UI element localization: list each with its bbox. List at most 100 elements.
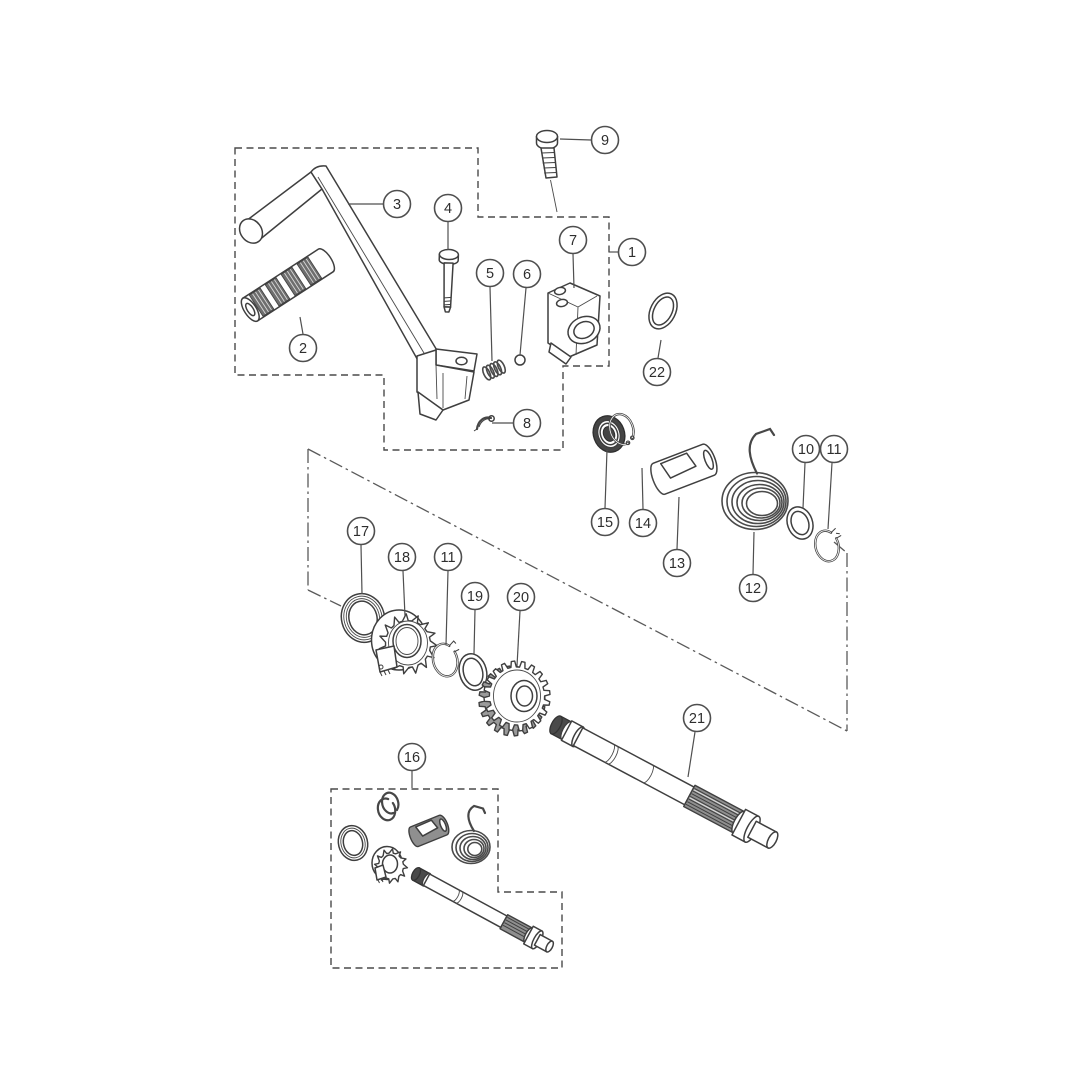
callout-leader-line (445, 570, 449, 646)
callout-15: 15 (590, 449, 620, 537)
callout-10: 10 (791, 434, 821, 509)
callout-number: 11 (826, 442, 841, 458)
oil-seal-15 (592, 415, 626, 453)
callout-number: 17 (353, 524, 369, 540)
callout-6: 6 (512, 259, 542, 356)
callout-7: 7 (558, 225, 588, 289)
spring-clip-8 (473, 415, 495, 432)
callout-circle (819, 434, 849, 464)
callout-number: 16 (404, 750, 420, 766)
callout-number: 15 (597, 515, 613, 531)
callout-circle (628, 508, 658, 538)
plane-top-diagonal (307, 448, 848, 732)
callout-number: 20 (513, 590, 529, 606)
callout-number: 9 (601, 133, 609, 149)
ratchet-18 (370, 609, 438, 677)
callout-17: 17 (346, 516, 376, 595)
callout-circle (617, 237, 647, 267)
callout-22: 22 (642, 339, 672, 387)
callout-circle (738, 573, 768, 603)
sub-ratchet (371, 845, 409, 884)
callout-circle (512, 259, 542, 289)
callout-12: 12 (738, 531, 768, 603)
detent-ball-6 (514, 354, 526, 366)
callout-number: 7 (569, 233, 577, 249)
callout-number: 5 (486, 266, 494, 282)
callout-11b: 11 (433, 542, 463, 646)
callout-5: 5 (475, 258, 505, 362)
sub-shaft (410, 866, 555, 953)
callout-19: 19 (460, 581, 490, 655)
washer-19 (458, 653, 488, 691)
callout-leader-line (489, 286, 493, 362)
callout-circle (475, 258, 505, 288)
callout-circle (346, 516, 376, 546)
callout-14: 14 (628, 467, 658, 538)
callout-9: 9 (559, 125, 620, 155)
callout-number: 21 (689, 711, 705, 727)
kick-pedal (240, 248, 336, 323)
callout-number: 3 (393, 197, 401, 213)
kick-shaft-21 (549, 715, 779, 849)
snap-ring-14 (608, 412, 635, 446)
callout-circle (433, 542, 463, 572)
idle-gear-20 (478, 660, 551, 737)
o-ring-22 (648, 292, 678, 330)
callout-leader-line (657, 339, 662, 359)
callout-number: 1 (628, 245, 636, 261)
callout-number: 2 (299, 341, 307, 357)
callout-circle (791, 434, 821, 464)
callout-number: 12 (745, 581, 761, 597)
callout-1: 1 (609, 237, 647, 267)
flange-bolt-9 (535, 129, 559, 213)
callout-21: 21 (682, 703, 712, 778)
subassembly-16-group-outline (330, 788, 563, 969)
pivot-bolt-4 (438, 248, 460, 313)
callout-circle (662, 548, 692, 578)
return-spring-12 (721, 427, 789, 531)
plane-lower-diagonal (307, 589, 342, 607)
callout-circle (590, 125, 620, 155)
callout-leader-line (402, 570, 406, 617)
lock-clip-11-right (814, 527, 842, 563)
sub-spring-guide (408, 814, 450, 848)
callout-number: 18 (394, 550, 410, 566)
callout-leader-line (516, 610, 521, 667)
callout-11a: 11 (819, 434, 849, 530)
group-outline-layer (234, 147, 610, 969)
kick-lever-group-outline (234, 147, 610, 451)
callout-circle (512, 408, 542, 438)
callout-leader-line (752, 531, 755, 575)
pedal-knurl-bands (248, 256, 323, 317)
sub-coil-ring (337, 824, 369, 862)
callout-circle (288, 333, 318, 363)
callout-leader-line (641, 467, 644, 510)
callout-number: 8 (523, 416, 531, 432)
lever-holder-7 (547, 282, 601, 365)
callout-circle (460, 581, 490, 611)
callout-number: 13 (669, 556, 685, 572)
callout-circle (387, 542, 417, 572)
callout-leader-line (299, 316, 304, 335)
callout-circle (682, 703, 712, 733)
snap-ring-11-mid (431, 640, 460, 678)
sub-snap-ring-a (376, 797, 397, 822)
callout-leader-line (676, 496, 680, 550)
callout-4: 4 (433, 193, 463, 250)
callout-16: 16 (397, 742, 427, 788)
callout-number: 14 (635, 516, 651, 532)
callout-20: 20 (506, 582, 536, 667)
callout-leader-line (360, 544, 363, 595)
callout-number: 19 (467, 589, 483, 605)
plane-right-connector (833, 541, 848, 554)
callout-circle (590, 507, 620, 537)
subassembly-16 (337, 791, 555, 953)
callout-leader-line (572, 253, 575, 289)
callout-leader-line (687, 731, 696, 778)
phantom-line-layer (307, 448, 848, 732)
spring-guide-13 (650, 443, 718, 496)
callout-number: 11 (440, 550, 455, 566)
